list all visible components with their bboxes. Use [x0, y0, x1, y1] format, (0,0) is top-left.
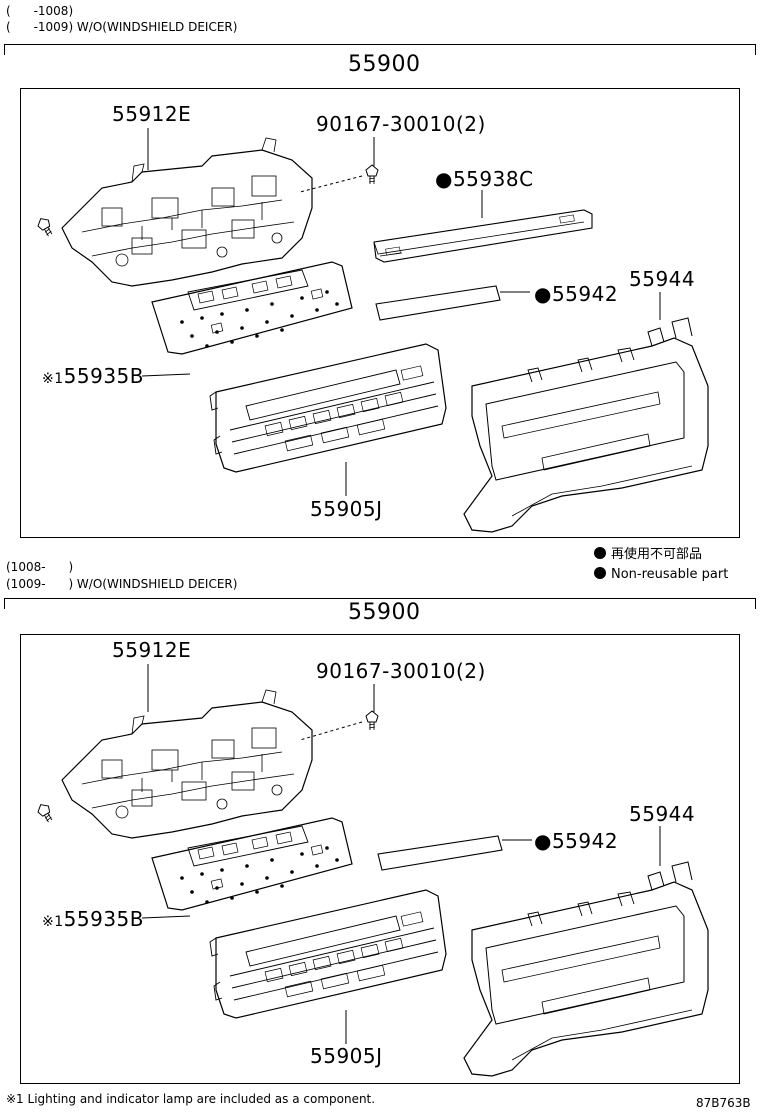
- condition-line-3: (1008- ): [6, 560, 74, 574]
- part-number-55905j: 55905J: [310, 1044, 383, 1068]
- strip-55938c-top: [373, 209, 593, 263]
- part-number-text: 55942: [551, 282, 619, 306]
- part-number-90167: 90167-30010(2): [316, 659, 486, 683]
- legend-non-reusable-en: Non-reusable part: [594, 566, 728, 584]
- legend-non-reusable-jp: 再使用不可部品: [594, 546, 702, 564]
- part-number-55935b: ※155935B: [42, 365, 144, 390]
- board-55935b-bottom: [151, 817, 353, 911]
- part-number-text: 55938C: [452, 167, 534, 191]
- part-number-55944: 55944: [629, 802, 696, 826]
- non-reusable-mark: ●: [534, 829, 552, 853]
- part-number-text: 55935B: [63, 907, 144, 931]
- non-reusable-mark: ●: [435, 167, 453, 191]
- strip-55942-bottom: [377, 835, 503, 871]
- assembly-bracket: [4, 598, 756, 609]
- condition-line-1: ( -1008): [6, 4, 74, 18]
- part-number-55942: ●55942: [534, 830, 618, 852]
- assembly-number: 55900: [348, 52, 421, 77]
- assembly-bracket: [4, 44, 756, 55]
- bezel-55944-top: [463, 317, 709, 533]
- leader-lines-bottom: [141, 664, 661, 1044]
- condition-line-4: (1009- ) W/O(WINDSHIELD DEICER): [6, 577, 238, 591]
- legend-text: Non-reusable part: [611, 567, 729, 582]
- strip-55942-top: [375, 285, 501, 321]
- panel-55905j-bottom: [209, 889, 447, 1019]
- part-number-55912e: 55912E: [112, 102, 192, 126]
- non-reusable-mark: ●: [534, 282, 552, 306]
- parts-frame: [20, 88, 740, 538]
- leader-lines-top: [141, 128, 661, 496]
- parts-frame: [20, 634, 740, 1084]
- part-number-55944: 55944: [629, 267, 696, 291]
- part-number-55935b: ※155935B: [42, 908, 144, 933]
- diagram-code: 87B763B: [696, 1096, 751, 1110]
- note-ref-mark: ※1: [42, 371, 64, 387]
- legend-text: 再使用不可部品: [611, 547, 703, 562]
- frame-55912e-bottom: [61, 689, 313, 839]
- note-ref-mark: ※1: [42, 914, 64, 930]
- frame-55912e-top: [61, 137, 313, 287]
- bezel-55944-bottom: [463, 861, 709, 1077]
- part-number-55912e: 55912E: [112, 638, 192, 662]
- part-number-90167: 90167-30010(2): [316, 112, 486, 136]
- part-number-text: 55935B: [63, 364, 144, 388]
- part-number-55938c: ●55938C: [435, 168, 534, 190]
- legend-dot: [594, 567, 606, 579]
- assembly-number: 55900: [348, 600, 421, 625]
- condition-line-2: ( -1009) W/O(WINDSHIELD DEICER): [6, 20, 238, 34]
- part-number-55942: ●55942: [534, 283, 618, 305]
- panel-55905j-top: [209, 343, 447, 473]
- part-number-text: 55942: [551, 829, 619, 853]
- legend-dot: [594, 547, 606, 559]
- footnote: ※1 Lighting and indicator lamp are inclu…: [6, 1092, 376, 1106]
- part-number-55905j: 55905J: [310, 497, 383, 521]
